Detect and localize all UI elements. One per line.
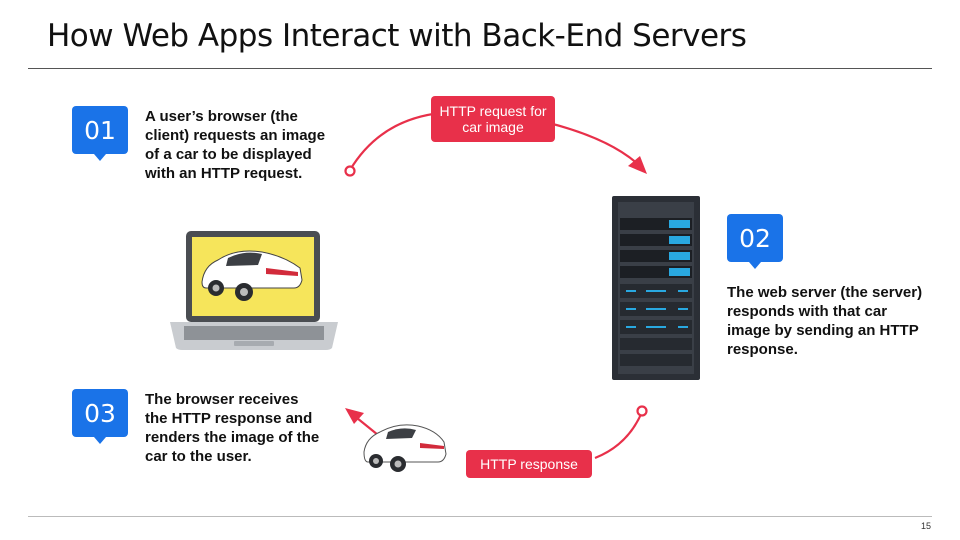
step-03-text: The browser receives the HTTP response a… [145,391,320,465]
http-response-label: HTTP response [466,450,592,478]
screen-car-icon [201,250,303,301]
response-arrow-icon [345,405,648,460]
request-arrow-icon [344,111,647,177]
title-divider [28,68,932,69]
server-rack-icon [612,196,700,380]
step-02-text: The web server (the server) responds wit… [727,284,923,358]
slide-title: How Web Apps Interact with Back-End Serv… [47,18,747,54]
step-02-badge: 02 [727,214,783,269]
laptop-icon [170,231,338,350]
footer-divider [28,516,932,517]
http-request-label: HTTP request for car image [431,96,555,142]
step-03-badge: 03 [72,389,128,444]
step-01-badge: 01 [72,106,128,161]
car-icon [363,424,447,472]
page-number: 15 [920,521,931,531]
step-01-text: A user’s browser (the client) requests a… [145,108,326,182]
